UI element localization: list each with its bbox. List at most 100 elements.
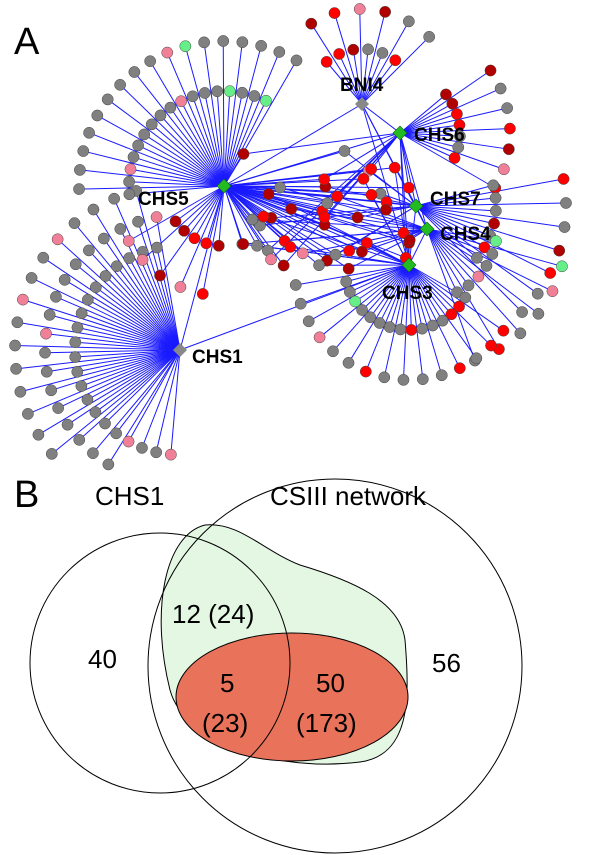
network-node bbox=[453, 300, 465, 313]
network-node bbox=[198, 36, 210, 49]
network-edge bbox=[20, 349, 181, 393]
network-node bbox=[318, 173, 330, 186]
network-edge bbox=[128, 349, 181, 442]
network-node bbox=[188, 232, 201, 245]
hub-node bbox=[392, 125, 408, 141]
network-edge bbox=[348, 228, 428, 270]
network-node bbox=[169, 215, 182, 228]
network-node bbox=[99, 417, 111, 430]
network-node bbox=[296, 247, 309, 260]
network-edge bbox=[203, 42, 225, 187]
network-node bbox=[378, 371, 391, 384]
network-edge bbox=[408, 264, 434, 326]
network-node bbox=[50, 290, 62, 303]
network-node bbox=[81, 393, 94, 406]
network-edge bbox=[223, 185, 409, 189]
network-node bbox=[198, 87, 211, 99]
network-node bbox=[402, 15, 415, 28]
network-edge bbox=[75, 263, 181, 351]
network-node bbox=[89, 281, 102, 294]
network-edge bbox=[45, 349, 181, 354]
network-node bbox=[333, 48, 346, 60]
network-edge bbox=[194, 185, 225, 239]
network-edge bbox=[426, 228, 458, 293]
network-edge bbox=[399, 103, 453, 134]
network-node bbox=[365, 188, 378, 201]
network-edge bbox=[223, 185, 244, 245]
network-edge bbox=[399, 124, 460, 134]
network-edge bbox=[408, 264, 412, 330]
count-csiii-only: 56 bbox=[432, 648, 461, 678]
network-edge bbox=[243, 228, 428, 245]
network-edge bbox=[352, 49, 363, 105]
network-edge bbox=[415, 205, 523, 313]
network-node bbox=[557, 173, 570, 185]
venn-circle-csiii-network bbox=[147, 478, 523, 854]
network-edge bbox=[408, 228, 428, 266]
hub-node bbox=[173, 343, 187, 357]
network-edge bbox=[179, 185, 225, 288]
network-node bbox=[164, 101, 177, 114]
network-edge bbox=[64, 279, 181, 351]
network-edge bbox=[143, 134, 225, 187]
network-edge bbox=[361, 59, 396, 105]
network-edge bbox=[308, 264, 410, 322]
network-edge bbox=[87, 349, 181, 401]
network-edge bbox=[156, 247, 181, 351]
network-edge bbox=[159, 185, 225, 276]
network-edge bbox=[408, 264, 443, 376]
network-edge bbox=[130, 168, 225, 187]
hub-label-chs5: CHS5 bbox=[138, 189, 189, 210]
network-edge bbox=[426, 228, 563, 267]
network-edge bbox=[223, 185, 336, 256]
set-label-chs1: CHS1 bbox=[95, 481, 164, 511]
network-node bbox=[364, 311, 377, 324]
network-edge bbox=[192, 96, 225, 187]
network-edge bbox=[79, 185, 225, 190]
network-edge bbox=[348, 264, 410, 364]
venn-circle-chs1 bbox=[29, 532, 291, 794]
network-edge bbox=[399, 88, 501, 134]
network-node bbox=[514, 327, 527, 340]
network-edge bbox=[93, 209, 181, 351]
network-node bbox=[388, 161, 401, 174]
network-edge bbox=[399, 132, 410, 188]
network-node bbox=[25, 272, 38, 284]
network-node bbox=[217, 35, 230, 47]
network-node bbox=[58, 273, 71, 286]
network-edge bbox=[77, 327, 181, 351]
network-node bbox=[290, 54, 303, 67]
network-edge bbox=[128, 257, 181, 351]
network-node bbox=[61, 418, 74, 431]
network-node bbox=[99, 270, 112, 282]
network-node bbox=[237, 148, 250, 160]
network-edge bbox=[156, 216, 181, 351]
network-node bbox=[179, 40, 192, 53]
network-node bbox=[212, 239, 225, 252]
count-red-overlap: 5 bbox=[220, 668, 234, 698]
network-edge bbox=[88, 250, 181, 351]
network-edge bbox=[408, 264, 460, 307]
network-edge bbox=[399, 132, 417, 207]
network-edge bbox=[175, 185, 225, 222]
network-node bbox=[453, 362, 466, 375]
count-red-overlap-sub: (23) bbox=[202, 708, 248, 738]
network-node bbox=[144, 55, 157, 68]
network-edge bbox=[415, 184, 494, 207]
network-edge bbox=[402, 264, 410, 380]
network-edge bbox=[415, 205, 485, 248]
network-node bbox=[284, 241, 297, 253]
network-node bbox=[531, 287, 544, 300]
network-node bbox=[237, 238, 250, 250]
network-edge bbox=[223, 91, 231, 187]
panel-a-letter: A bbox=[14, 21, 40, 63]
network-node bbox=[490, 235, 502, 248]
network-node bbox=[356, 245, 368, 258]
network-edge bbox=[155, 349, 181, 453]
network-node bbox=[365, 163, 378, 175]
network-edge bbox=[222, 40, 225, 187]
network-edge bbox=[169, 107, 225, 187]
network-edge bbox=[223, 185, 264, 217]
network-edge bbox=[223, 185, 363, 253]
network-edge bbox=[119, 228, 181, 351]
